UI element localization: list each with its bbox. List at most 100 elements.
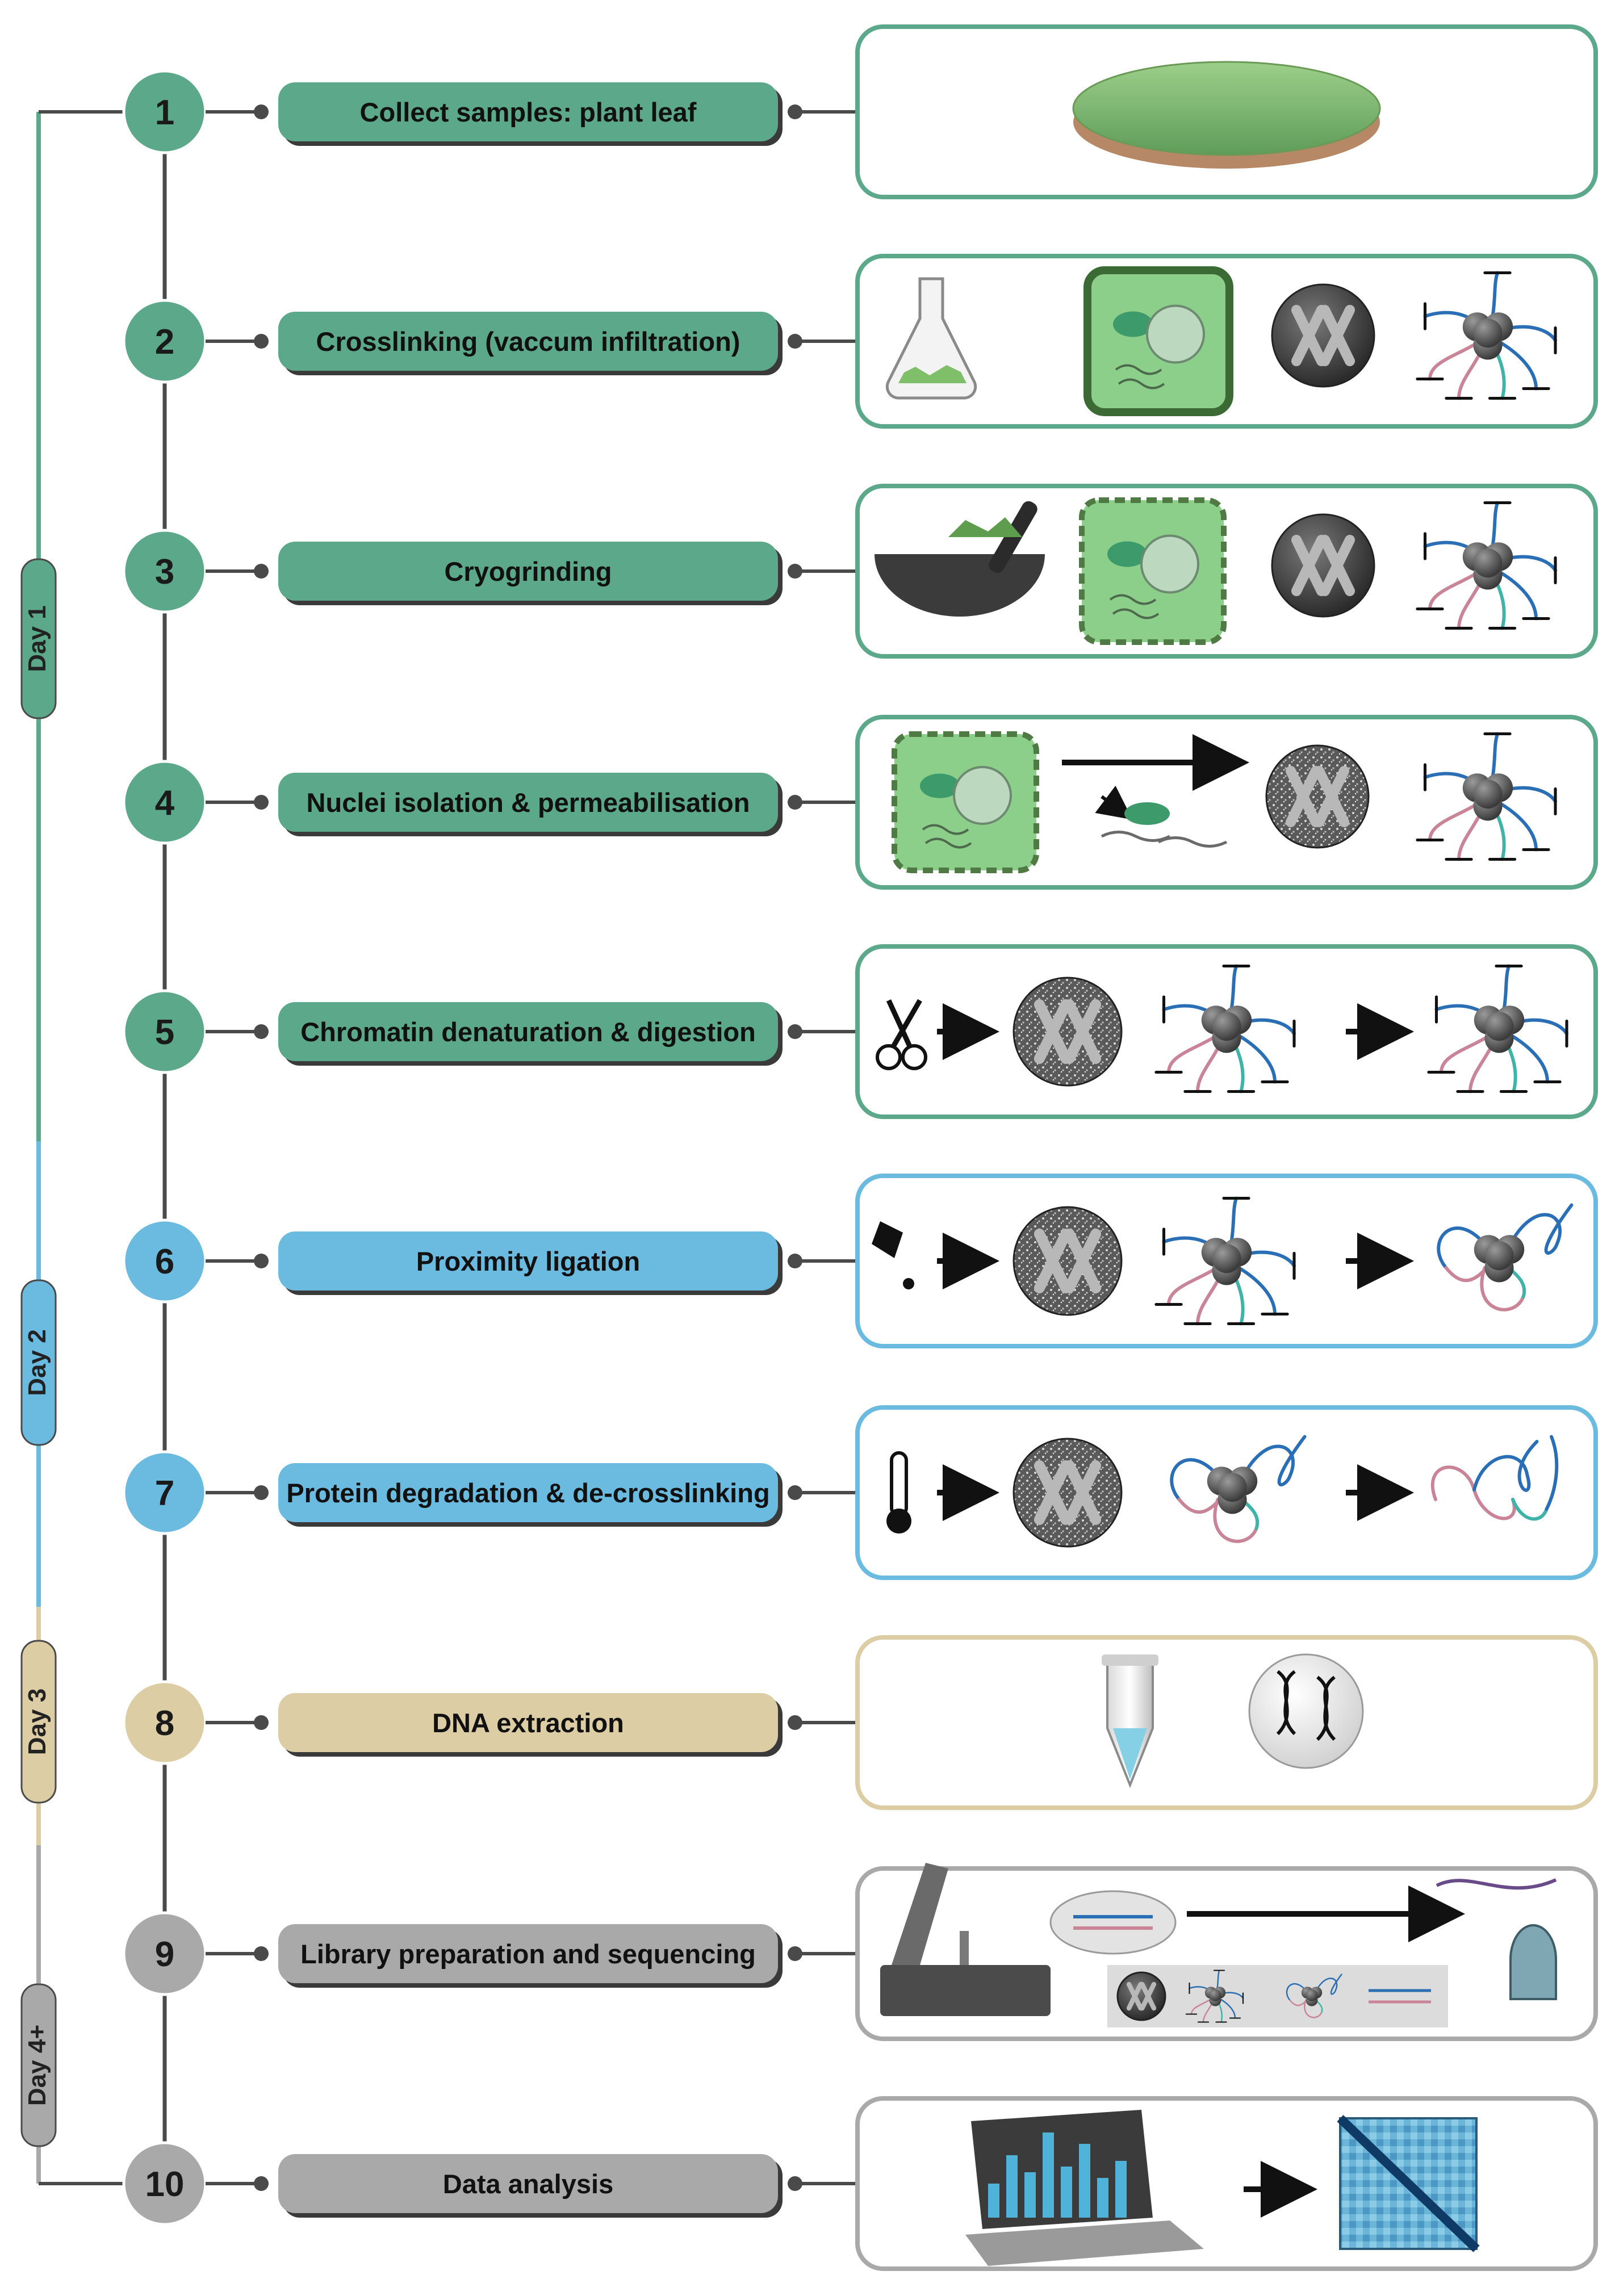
- day-tag: [20, 1983, 57, 2147]
- connector-dot: [254, 1485, 269, 1500]
- nucleus: [1116, 1971, 1166, 2021]
- day-tag: [20, 1279, 57, 1446]
- scissors-ring: [876, 1044, 902, 1070]
- organelle-membrane: [922, 824, 972, 849]
- step-label: Data analysis: [443, 2169, 613, 2199]
- step-9: 9 Library preparation and sequencing: [122, 1863, 1598, 2041]
- organelle-membrane: [1109, 594, 1160, 619]
- protein-ball: [1484, 1241, 1514, 1271]
- step-number: 7: [155, 1474, 174, 1513]
- chloroplast: [1107, 541, 1147, 567]
- step-label: Library preparation and sequencing: [300, 1939, 756, 1969]
- day-label: Day 3: [23, 1689, 51, 1755]
- day-tag: [20, 558, 57, 719]
- cell-nucleus: [953, 766, 1012, 825]
- step-number: 1: [155, 93, 174, 132]
- dna-strand: [1213, 1498, 1258, 1543]
- dna-helix: [1316, 1675, 1336, 1741]
- step-number: 3: [155, 552, 174, 592]
- panel-illustration-scissors-nucleus-digest: [876, 964, 1568, 1093]
- ligase-bottle: [872, 1221, 903, 1258]
- chromosome: [1034, 1460, 1072, 1525]
- tube-liquid: [1113, 1728, 1147, 1779]
- step-number: 8: [155, 1704, 174, 1743]
- nucleus: [1265, 744, 1370, 849]
- panel-illustration-flask-cell-chromatin: [885, 266, 1557, 416]
- chromosome: [1064, 999, 1102, 1064]
- protein-ball: [1473, 548, 1503, 578]
- leaf-disc: [1072, 61, 1381, 156]
- step-number: 2: [155, 322, 174, 362]
- step-number: 4: [155, 784, 175, 823]
- panel-illustration-cell-nucleus-chromatin: [892, 731, 1557, 873]
- day-label: Day 2: [23, 1329, 51, 1396]
- nucleus: [1012, 977, 1123, 1087]
- organelle-membrane: [1115, 364, 1165, 389]
- dna-strand: [1313, 1974, 1342, 1997]
- step-label: Proximity ligation: [416, 1246, 640, 1276]
- dna-read: [1436, 1878, 1557, 1890]
- step-pill: [278, 312, 778, 371]
- step-pill: [278, 1693, 778, 1752]
- connector-dot: [254, 2176, 269, 2191]
- arrow-small: [1095, 785, 1133, 820]
- pipette: [960, 1931, 969, 1965]
- step-pill: [278, 542, 778, 601]
- chromosome: [1286, 766, 1321, 827]
- day-tag: [20, 1640, 57, 1804]
- chromosome: [1320, 305, 1355, 366]
- laptop-keyboard: [965, 2220, 1204, 2266]
- nucleus: [1012, 1206, 1123, 1316]
- step-label: Crosslinking (vaccum infiltration): [316, 326, 740, 357]
- step-pill: [278, 82, 778, 141]
- ligase-drop: [903, 1278, 914, 1289]
- thermocycler-lid: [892, 1863, 948, 1965]
- day-label: Day 4+: [23, 2025, 51, 2106]
- protein-ball: [1212, 1244, 1241, 1273]
- step-number: 6: [155, 1242, 174, 1281]
- protein-ball: [1473, 780, 1503, 809]
- screen-bar: [988, 2184, 999, 2218]
- leaf-pieces: [898, 365, 967, 383]
- panel-illustration-library-sequencer: [880, 1863, 1557, 2027]
- heatmap-diagonal: [1337, 2115, 1480, 2252]
- step-pill: [278, 1924, 778, 1983]
- chromosome: [1291, 305, 1327, 366]
- chromosome: [1291, 535, 1327, 596]
- screen-bar: [1079, 2144, 1090, 2218]
- chromosome: [1034, 999, 1072, 1064]
- chromosome: [1314, 766, 1349, 827]
- step-label: DNA extraction: [432, 1708, 624, 1738]
- library-bubble: [1049, 1890, 1177, 1955]
- step-number: 5: [155, 1013, 174, 1052]
- thermometer-bulb: [886, 1509, 911, 1534]
- chromosome: [1064, 1460, 1102, 1525]
- nucleus: [1271, 513, 1375, 618]
- chloroplast: [920, 773, 960, 798]
- step-label: Chromatin denaturation & digestion: [300, 1017, 756, 1047]
- step-8: 8 DNA extraction: [122, 1635, 1598, 1810]
- screen-bar: [1024, 2172, 1036, 2218]
- nucleus: [1012, 1438, 1123, 1548]
- connector-dot: [254, 334, 269, 349]
- panel-illustration-laptop-heatmap: [965, 2110, 1480, 2266]
- protein-ball: [1473, 319, 1503, 348]
- connector-dot: [254, 564, 269, 579]
- screen-bar: [1006, 2155, 1018, 2218]
- panel-illustration-ligase-nucleus-ligate: [872, 1196, 1574, 1326]
- cell-nucleus: [1146, 304, 1205, 364]
- protein-ball: [1209, 1989, 1221, 2001]
- step-label: Cryogrinding: [444, 556, 612, 586]
- step-3: 3 Cryogrinding: [122, 484, 1598, 659]
- screen-bar: [1043, 2132, 1054, 2218]
- chromosome: [1140, 1981, 1157, 2011]
- panel-illustration-tube-dna: [1102, 1653, 1364, 1788]
- step-2: 2 Crosslinking (vaccum infiltration): [122, 254, 1598, 429]
- step-number: 9: [155, 1935, 174, 1974]
- nanopore-sequencer: [1509, 1924, 1557, 2000]
